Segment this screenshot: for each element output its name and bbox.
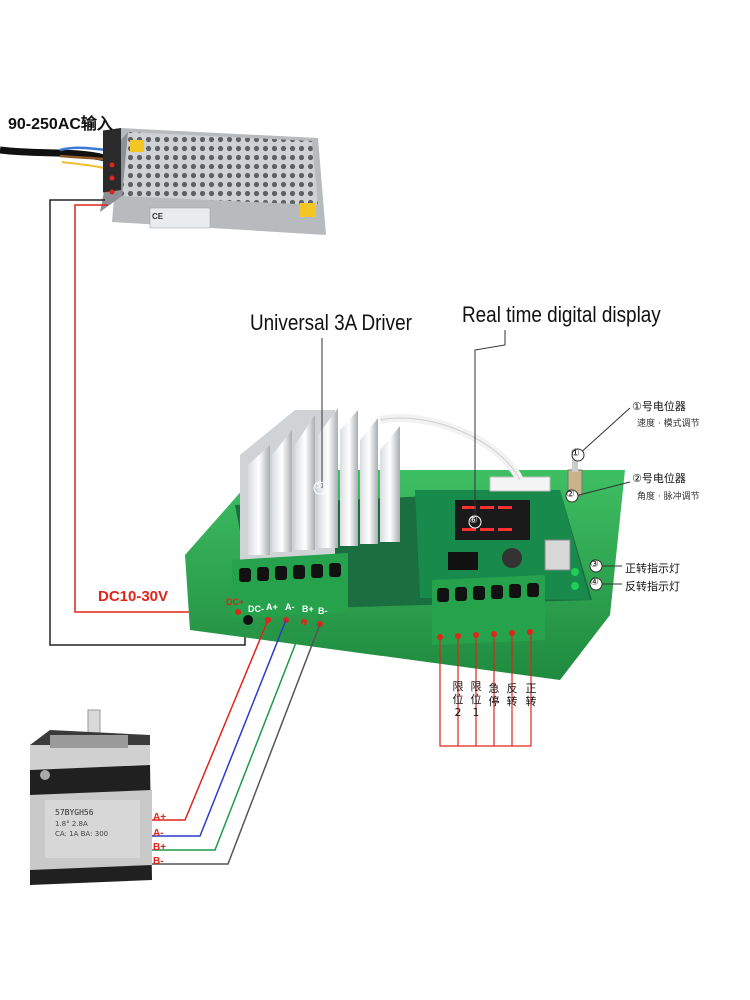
terminal-label-b-minus: B-: [318, 606, 328, 616]
pot2-subtitle: 角度 · 脉冲调节: [637, 492, 700, 502]
reverse-led-label: 反转指示灯: [625, 580, 680, 593]
driver-title: Universal 3A Driver: [250, 310, 412, 335]
motor-model: 57BYGH56: [55, 808, 94, 817]
callout-number-4: ④: [590, 577, 599, 588]
terminal-label-limit1: 限位1: [470, 680, 482, 719]
display-title: Real time digital display: [462, 302, 661, 327]
motor-spec-2: CA: 1A ΒΑ: 300: [55, 830, 109, 838]
terminal-label-b-plus: B+: [302, 604, 314, 614]
callout-number-2: ②: [566, 489, 575, 500]
power-input-label: 90-250AC输入: [8, 116, 113, 133]
callout-number-5: ⑤: [314, 481, 323, 492]
callout-dots: [313, 448, 603, 591]
terminal-label-forward: 正转: [525, 682, 537, 708]
driver-board: [185, 408, 625, 680]
pot2-title: ②号电位器: [632, 472, 686, 485]
psu-ce-mark: CE: [152, 212, 164, 221]
motor-wires: [150, 619, 321, 865]
ac-input-cable: [0, 146, 113, 171]
terminal-label-reverse: 反转: [506, 682, 518, 708]
callout-number-1: ①: [571, 448, 580, 459]
terminal-label-dc-plus: DC+: [226, 597, 245, 607]
dc-supply-label: DC10-30V: [98, 588, 169, 605]
pot1-title: ①号电位器: [632, 400, 686, 413]
terminal-label-estop: 急停: [488, 682, 500, 708]
terminal-label-dc-minus: DC-: [248, 604, 264, 614]
signal-leads: [439, 635, 532, 747]
motor-wire-label-a-minus: A-: [153, 828, 164, 839]
motor-wire-label-b-plus: B+: [153, 842, 167, 853]
pot1-subtitle: 速度 · 模式调节: [637, 419, 700, 429]
callout-number-3: ③: [590, 559, 599, 570]
callout-lines: [321, 330, 631, 585]
callout-number-6: ⑥: [469, 515, 478, 526]
terminal-label-limit2: 限位2: [452, 680, 464, 719]
power-supply-unit: [100, 127, 326, 235]
stepper-motor: [30, 709, 152, 885]
motor-spec-1: 1.8° 2.8A: [55, 820, 88, 828]
terminal-label-a-plus: A+: [266, 602, 278, 612]
forward-led-label: 正转指示灯: [625, 562, 680, 575]
motor-wire-label-a-plus: A+: [153, 812, 167, 823]
motor-wire-label-b-minus: B-: [153, 856, 164, 867]
terminal-label-a-minus: A-: [285, 602, 295, 612]
